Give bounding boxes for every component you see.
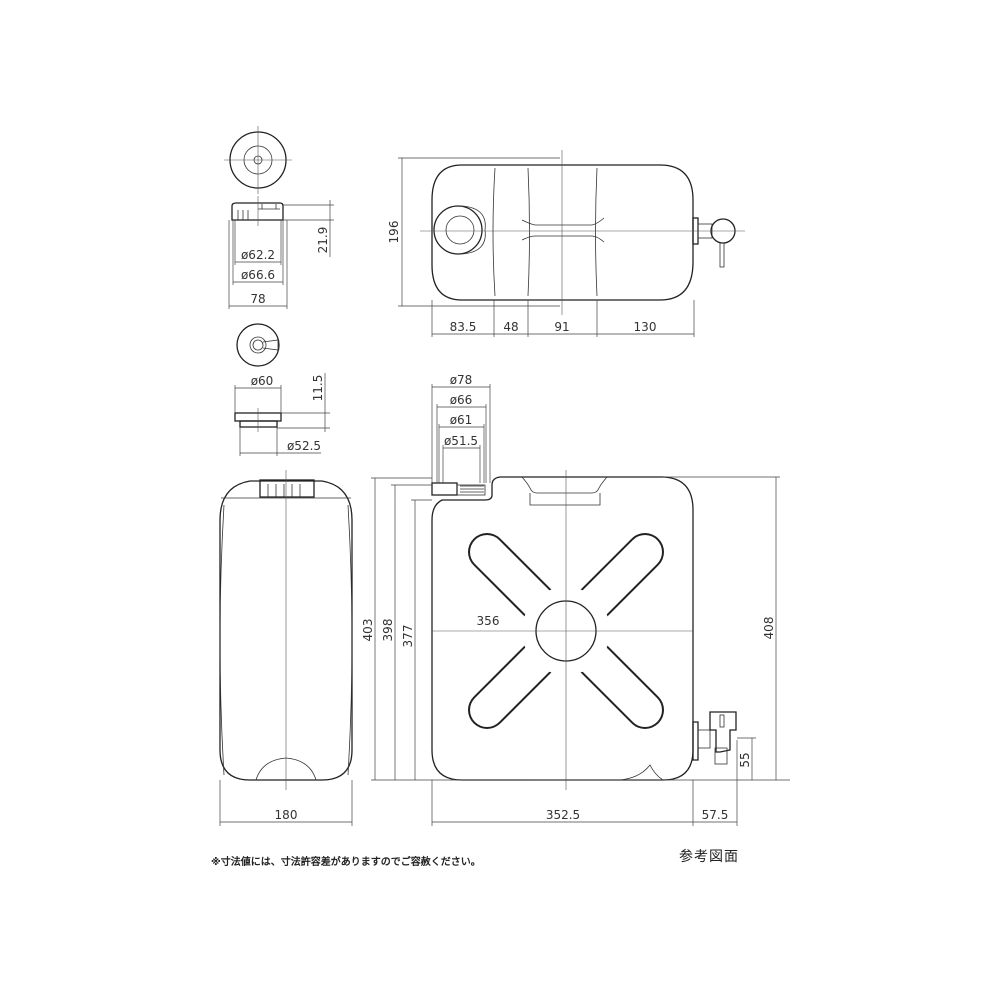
cap-width-label: 78 <box>250 292 265 306</box>
cap-d66-label: ø66.6 <box>241 268 275 282</box>
spout-d66-label: ø66 <box>450 393 473 407</box>
spout-d61-label: ø61 <box>450 413 473 427</box>
cap-side-view: ø62.2 ø66.6 78 21.9 <box>228 196 334 309</box>
top-seg2-label: 48 <box>503 320 518 334</box>
spout-d515-label: ø51.5 <box>444 434 478 448</box>
height-408-label: 408 <box>762 617 776 640</box>
plug-height-label: 11.5 <box>311 375 325 402</box>
top-seg3-label: 91 <box>554 320 569 334</box>
plug-d60-label: ø60 <box>251 374 274 388</box>
top-seg4-label: 130 <box>634 320 657 334</box>
tap-height-label: 55 <box>738 752 752 767</box>
tolerance-note: ※寸法値には、寸法許容差がありますのでご容赦ください。 <box>211 857 481 868</box>
tap-offset-label: 57.5 <box>702 808 729 822</box>
plug-views: ø60 11.5 ø52.5 <box>234 323 330 456</box>
reference-drawing-label: 参考図面 <box>679 849 739 865</box>
plug-d525-label: ø52.5 <box>287 439 321 453</box>
top-seg1-label: 83.5 <box>450 320 477 334</box>
spout-d78-label: ø78 <box>450 373 473 387</box>
cap-d62-label: ø62.2 <box>241 248 275 262</box>
top-depth-label: 196 <box>387 221 401 244</box>
container-front-view: ø78 ø66 ø61 ø51.5 403 398 377 408 55 356… <box>361 373 790 826</box>
height-377-label: 377 <box>401 625 415 648</box>
container-side-view: 180 <box>219 470 353 826</box>
container-top-view: 196 83.5 48 91 130 <box>387 150 745 337</box>
cap-height-label: 21.9 <box>316 227 330 254</box>
body-width-label: 352.5 <box>546 808 580 822</box>
side-width-label: 180 <box>275 808 298 822</box>
inner-width-label: 356 <box>477 614 500 628</box>
height-403-label: 403 <box>361 619 375 642</box>
height-398-label: 398 <box>381 619 395 642</box>
cap-top-view <box>224 126 292 194</box>
